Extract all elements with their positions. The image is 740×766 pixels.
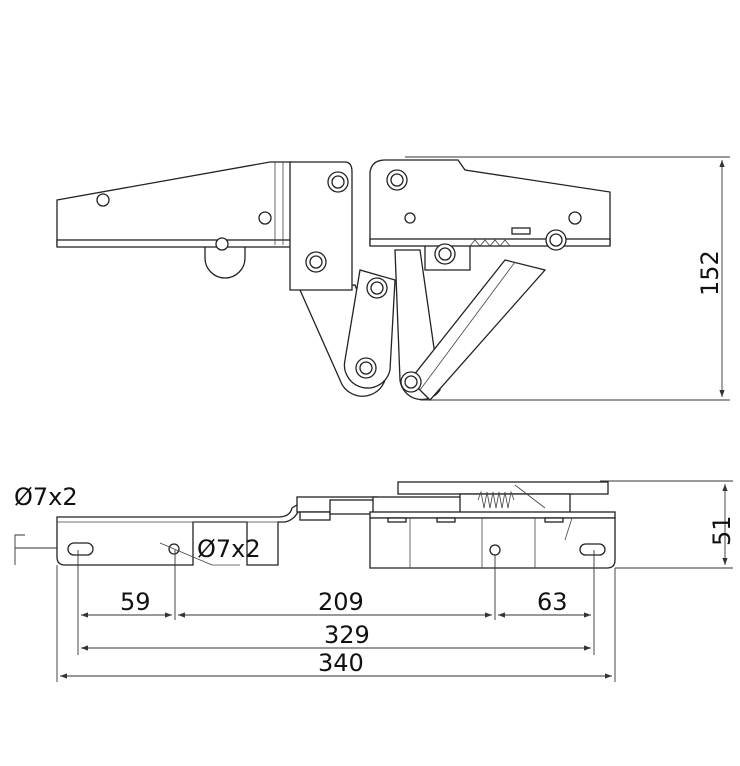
mechanism-side xyxy=(296,481,616,569)
left-plate-side xyxy=(14,504,301,566)
height-dimension-51: 51 xyxy=(600,480,736,569)
dimension-59-label: 59 xyxy=(120,588,151,616)
dimension-209-label: 209 xyxy=(318,588,364,616)
hinge-links xyxy=(299,249,547,401)
side-view: 51 Ø7x2 Ø7x2 59 209 63 329 340 xyxy=(14,480,736,682)
horizontal-dimensions: 59 209 63 329 340 xyxy=(56,550,616,682)
hole-note-left: Ø7x2 xyxy=(14,483,78,511)
dimension-63-label: 63 xyxy=(537,588,568,616)
left-mounting-plate xyxy=(56,161,293,279)
hole-note-middle: Ø7x2 xyxy=(197,535,261,563)
height-dimension-152: 152 xyxy=(405,156,730,401)
middle-bracket xyxy=(289,161,353,291)
dimension-340-label: 340 xyxy=(318,649,364,677)
top-view: 152 xyxy=(56,156,730,401)
dimension-51-label: 51 xyxy=(708,515,736,546)
dimension-152-label: 152 xyxy=(696,250,724,296)
right-mounting-plate xyxy=(369,159,611,271)
dimension-329-label: 329 xyxy=(324,621,370,649)
